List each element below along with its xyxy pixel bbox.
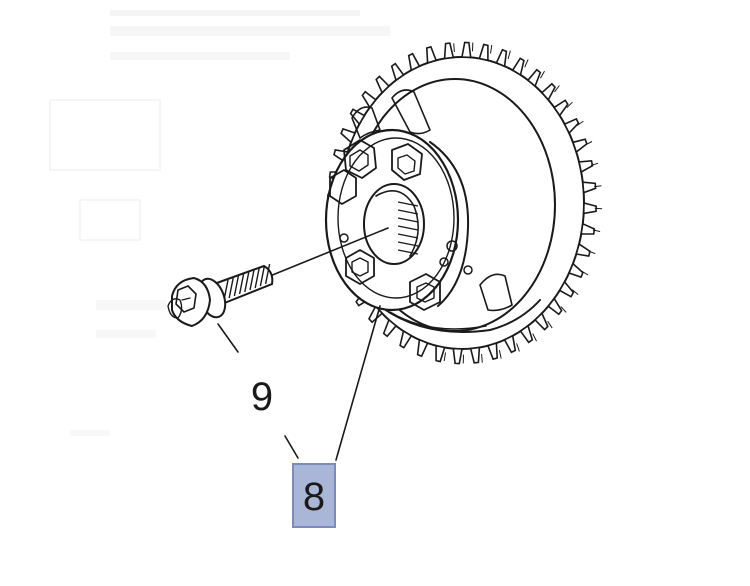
bore-thread	[397, 241, 419, 247]
sprocket-tooth-edge	[581, 270, 589, 276]
leader-lines	[217, 305, 381, 461]
sprocket-tooth	[375, 75, 391, 95]
background-artifacts	[49, 10, 390, 436]
sprocket-tooth	[390, 62, 405, 82]
sprocket-tooth	[382, 318, 398, 338]
sprocket-tooth-edge	[516, 343, 520, 352]
sprocket-tooth-edge	[594, 185, 602, 188]
bore-thread	[397, 225, 419, 231]
sprocket-tooth-edge	[539, 70, 545, 79]
sprocket-tooth	[478, 43, 489, 62]
bolt-thread	[254, 267, 260, 289]
sprocket-tooth	[558, 280, 575, 298]
sprocket-tooth	[407, 52, 421, 72]
sprocket-tooth-edge	[490, 44, 493, 54]
sprocket-tooth	[495, 48, 508, 68]
sprocket-tooth	[582, 201, 598, 215]
sprocket-tooth	[581, 181, 597, 194]
sprocket-tooth	[443, 42, 455, 60]
sprocket-tooth-edge	[592, 229, 601, 232]
bolt	[167, 227, 389, 328]
sprocket-tooth	[553, 99, 569, 117]
bore-thread	[397, 233, 419, 239]
sprocket-tooth-edge	[453, 43, 455, 53]
sprocket-tooth-edge	[547, 320, 553, 329]
sprocket-tooth-edge	[443, 352, 446, 362]
sprocket-tooth-edge	[524, 59, 529, 68]
sprocket-tooth	[575, 242, 591, 258]
bolt-thread	[259, 265, 266, 287]
callout-8[interactable]: 8	[292, 463, 336, 528]
sprocket-tooth	[540, 82, 556, 102]
threaded-bore	[363, 183, 425, 265]
sprocket-tooth	[580, 222, 596, 235]
sprocket-tooth-edge	[554, 85, 560, 93]
bolt-thread	[233, 275, 240, 297]
bore-thread	[397, 217, 419, 223]
sprocket-tooth	[486, 342, 499, 361]
sprocket-tooth	[519, 324, 534, 344]
sprocket-tooth	[340, 127, 356, 144]
sprocket-tooth	[533, 311, 549, 331]
callout-8-label: 8	[303, 475, 325, 519]
sprocket-teeth	[326, 41, 603, 365]
bolt-thread	[238, 273, 245, 295]
sprocket-tooth	[547, 297, 563, 316]
bolt-thread	[264, 263, 271, 285]
sprocket-tooth	[399, 329, 413, 349]
sprocket-tooth	[469, 346, 481, 364]
sprocket-tooth-edge	[560, 306, 567, 313]
sprocket-tooth	[416, 338, 429, 358]
sprocket-tooth	[349, 108, 366, 126]
sprocket-tooth	[526, 68, 542, 88]
sprocket-tooth-edge	[588, 250, 596, 255]
sprocket-tooth-edge	[584, 141, 593, 146]
bolt-thread	[244, 271, 250, 293]
callout-9-label: 9	[251, 375, 273, 419]
sprocket-tooth	[503, 334, 517, 354]
sprocket-tooth	[578, 159, 594, 174]
sprocket-tooth-edge	[507, 50, 511, 60]
sprocket-tooth	[568, 262, 584, 279]
sprocket-tooth-edge	[532, 333, 537, 342]
sprocket-tooth-edge	[590, 162, 599, 166]
sprocket-tooth-edge	[576, 120, 584, 126]
bore-thread	[397, 201, 419, 207]
sprocket-tooth	[435, 344, 446, 363]
bolt-thread	[228, 277, 234, 299]
sprocket-tooth-edge	[481, 353, 483, 363]
sprocket-tooth-edge	[571, 289, 579, 295]
callout-9: 9	[251, 375, 273, 419]
sprocket-tooth	[511, 57, 525, 77]
sprocket-tooth	[461, 41, 472, 59]
sprocket-tooth	[425, 45, 438, 64]
sprocket-tooth	[563, 117, 580, 135]
bolt-thread	[249, 269, 255, 291]
sprocket-tooth	[452, 347, 463, 365]
callout-8-highlight	[292, 463, 336, 528]
bore-thread	[397, 249, 419, 255]
sprocket-tooth-edge	[498, 349, 502, 359]
hub-lugs	[329, 139, 441, 311]
bore-thread	[397, 209, 419, 215]
sprocket-tooth-edge	[566, 101, 573, 109]
sprocket-tooth	[571, 138, 588, 154]
camshaft-sprocket	[324, 41, 603, 365]
sprocket-tooth	[361, 90, 377, 109]
